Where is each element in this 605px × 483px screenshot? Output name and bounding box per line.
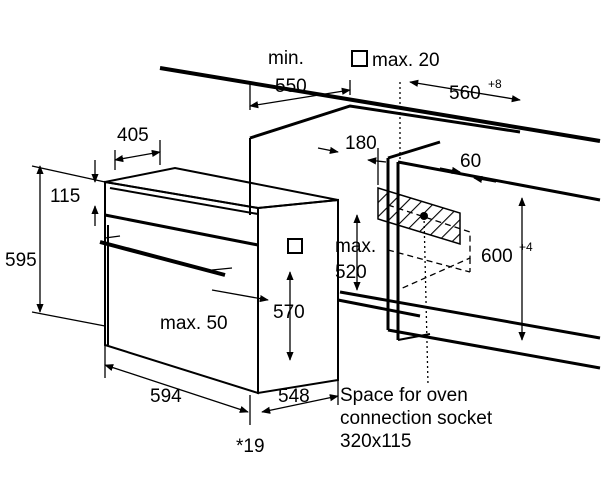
socket-note-line3: 320x115 [340, 431, 412, 452]
oven [99, 166, 339, 395]
niche-front-top [387, 140, 441, 160]
mounting-bracket [287, 238, 303, 254]
label-560: 560 [449, 83, 481, 104]
label-115: 115 [50, 186, 80, 207]
handle-bracket-r [211, 267, 233, 271]
niche-bottom-front [387, 328, 601, 370]
label-600-tol: +4 [519, 240, 533, 254]
niche-bottom-back [339, 290, 601, 340]
socket-note-line2: connection socket [340, 408, 493, 429]
oven-front [104, 180, 259, 395]
worktop-edge [159, 66, 601, 143]
label-footnote-19: *19 [236, 436, 265, 457]
label-560-tol: +8 [488, 77, 502, 91]
cabinet-niche [159, 66, 601, 386]
dimension-lines [31, 79, 526, 425]
door-handle [99, 240, 226, 277]
niche-inner-line2 [387, 249, 471, 273]
label-520: 520 [335, 262, 367, 283]
socket-leader [423, 215, 429, 386]
label-180: 180 [345, 133, 377, 154]
socket-area [377, 186, 461, 246]
socket-note-line1: Space for oven [340, 385, 468, 406]
label-594: 594 [150, 386, 182, 407]
label-max20: max. 20 [372, 50, 440, 71]
labels: min. 550 max. 20 560 +8 405 180 60 115 5… [5, 48, 533, 457]
niche-bottom-shelf [337, 298, 421, 318]
label-60: 60 [460, 151, 481, 172]
control-panel-line [104, 213, 259, 247]
oven-top [104, 166, 339, 210]
label-600: 600 [481, 246, 513, 267]
control-panel-top [109, 187, 259, 215]
label-405: 405 [117, 125, 149, 146]
label-548: 548 [278, 386, 310, 407]
square-symbol-icon [351, 50, 368, 67]
label-max: max. [335, 236, 376, 257]
label-570: 570 [273, 302, 305, 323]
label-550: 550 [275, 76, 307, 97]
label-min: min. [268, 48, 304, 69]
label-595: 595 [5, 250, 37, 271]
handle-bracket-l [104, 235, 121, 239]
niche-foot [397, 333, 431, 341]
niche-right-top [397, 160, 601, 202]
label-max50: max. 50 [160, 313, 228, 334]
oven-side [257, 198, 339, 395]
